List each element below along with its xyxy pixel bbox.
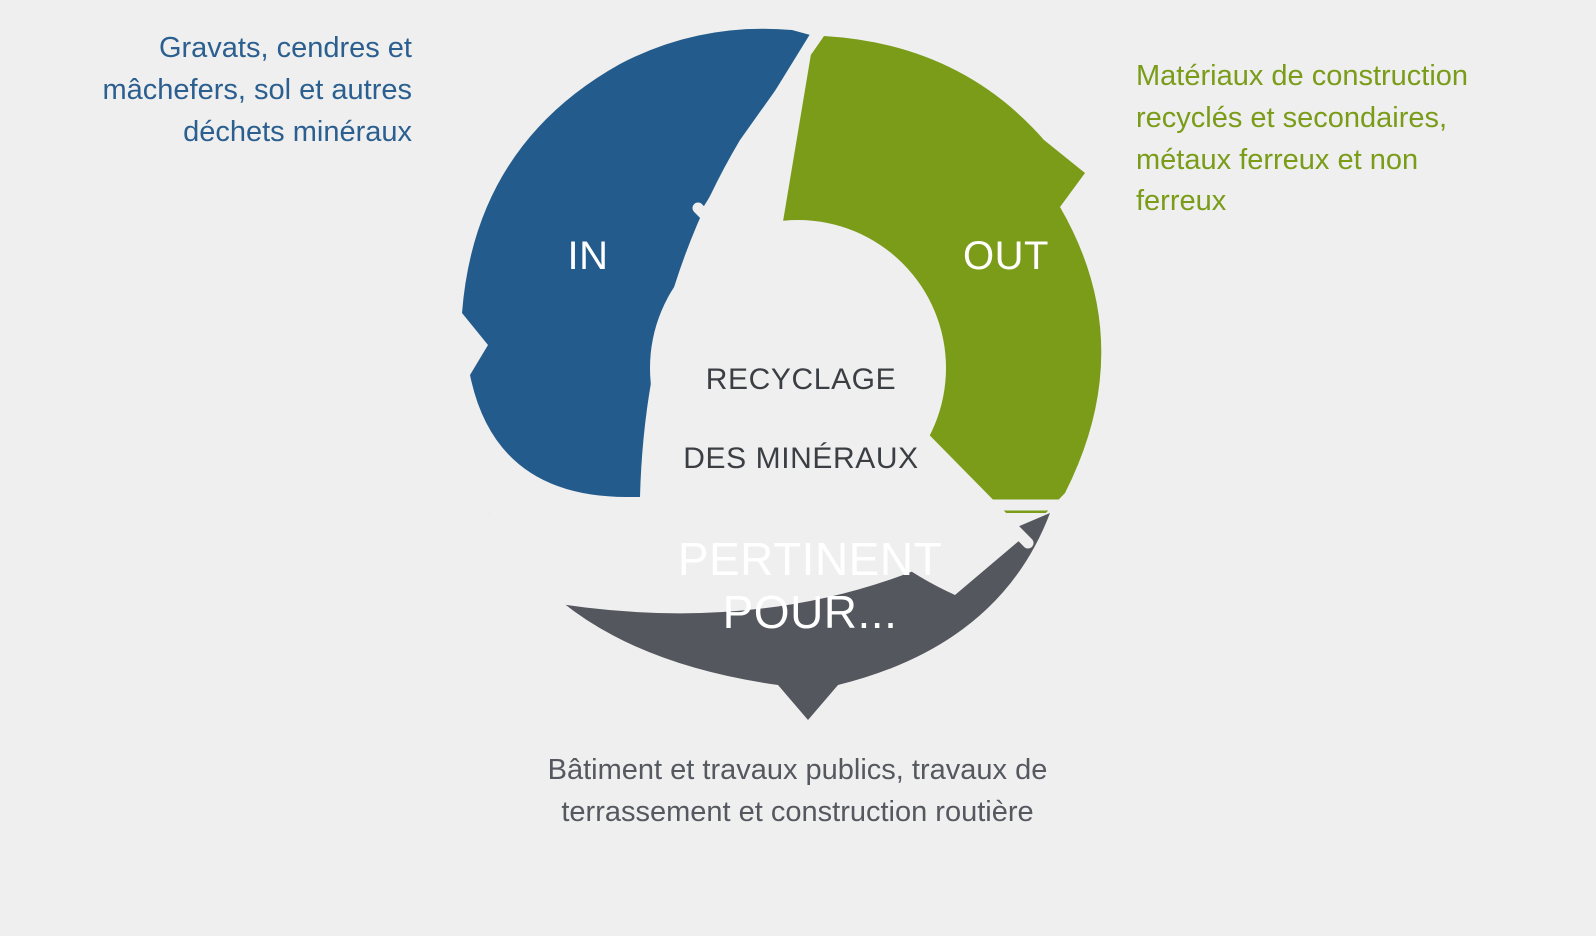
gap-in-out [702,24,825,216]
caption-in: Gravats, cendres et mâchefers, sol et au… [102,32,412,148]
cycle-diagram-graphic [454,24,1102,720]
caption-relevant: Bâtiment et travaux publics, travaux de … [547,754,1048,828]
hub-tail-relevant [489,513,1050,614]
hub-circle-top [652,222,944,514]
caption-out: Matériaux de construction recyclés et se… [1136,60,1469,218]
